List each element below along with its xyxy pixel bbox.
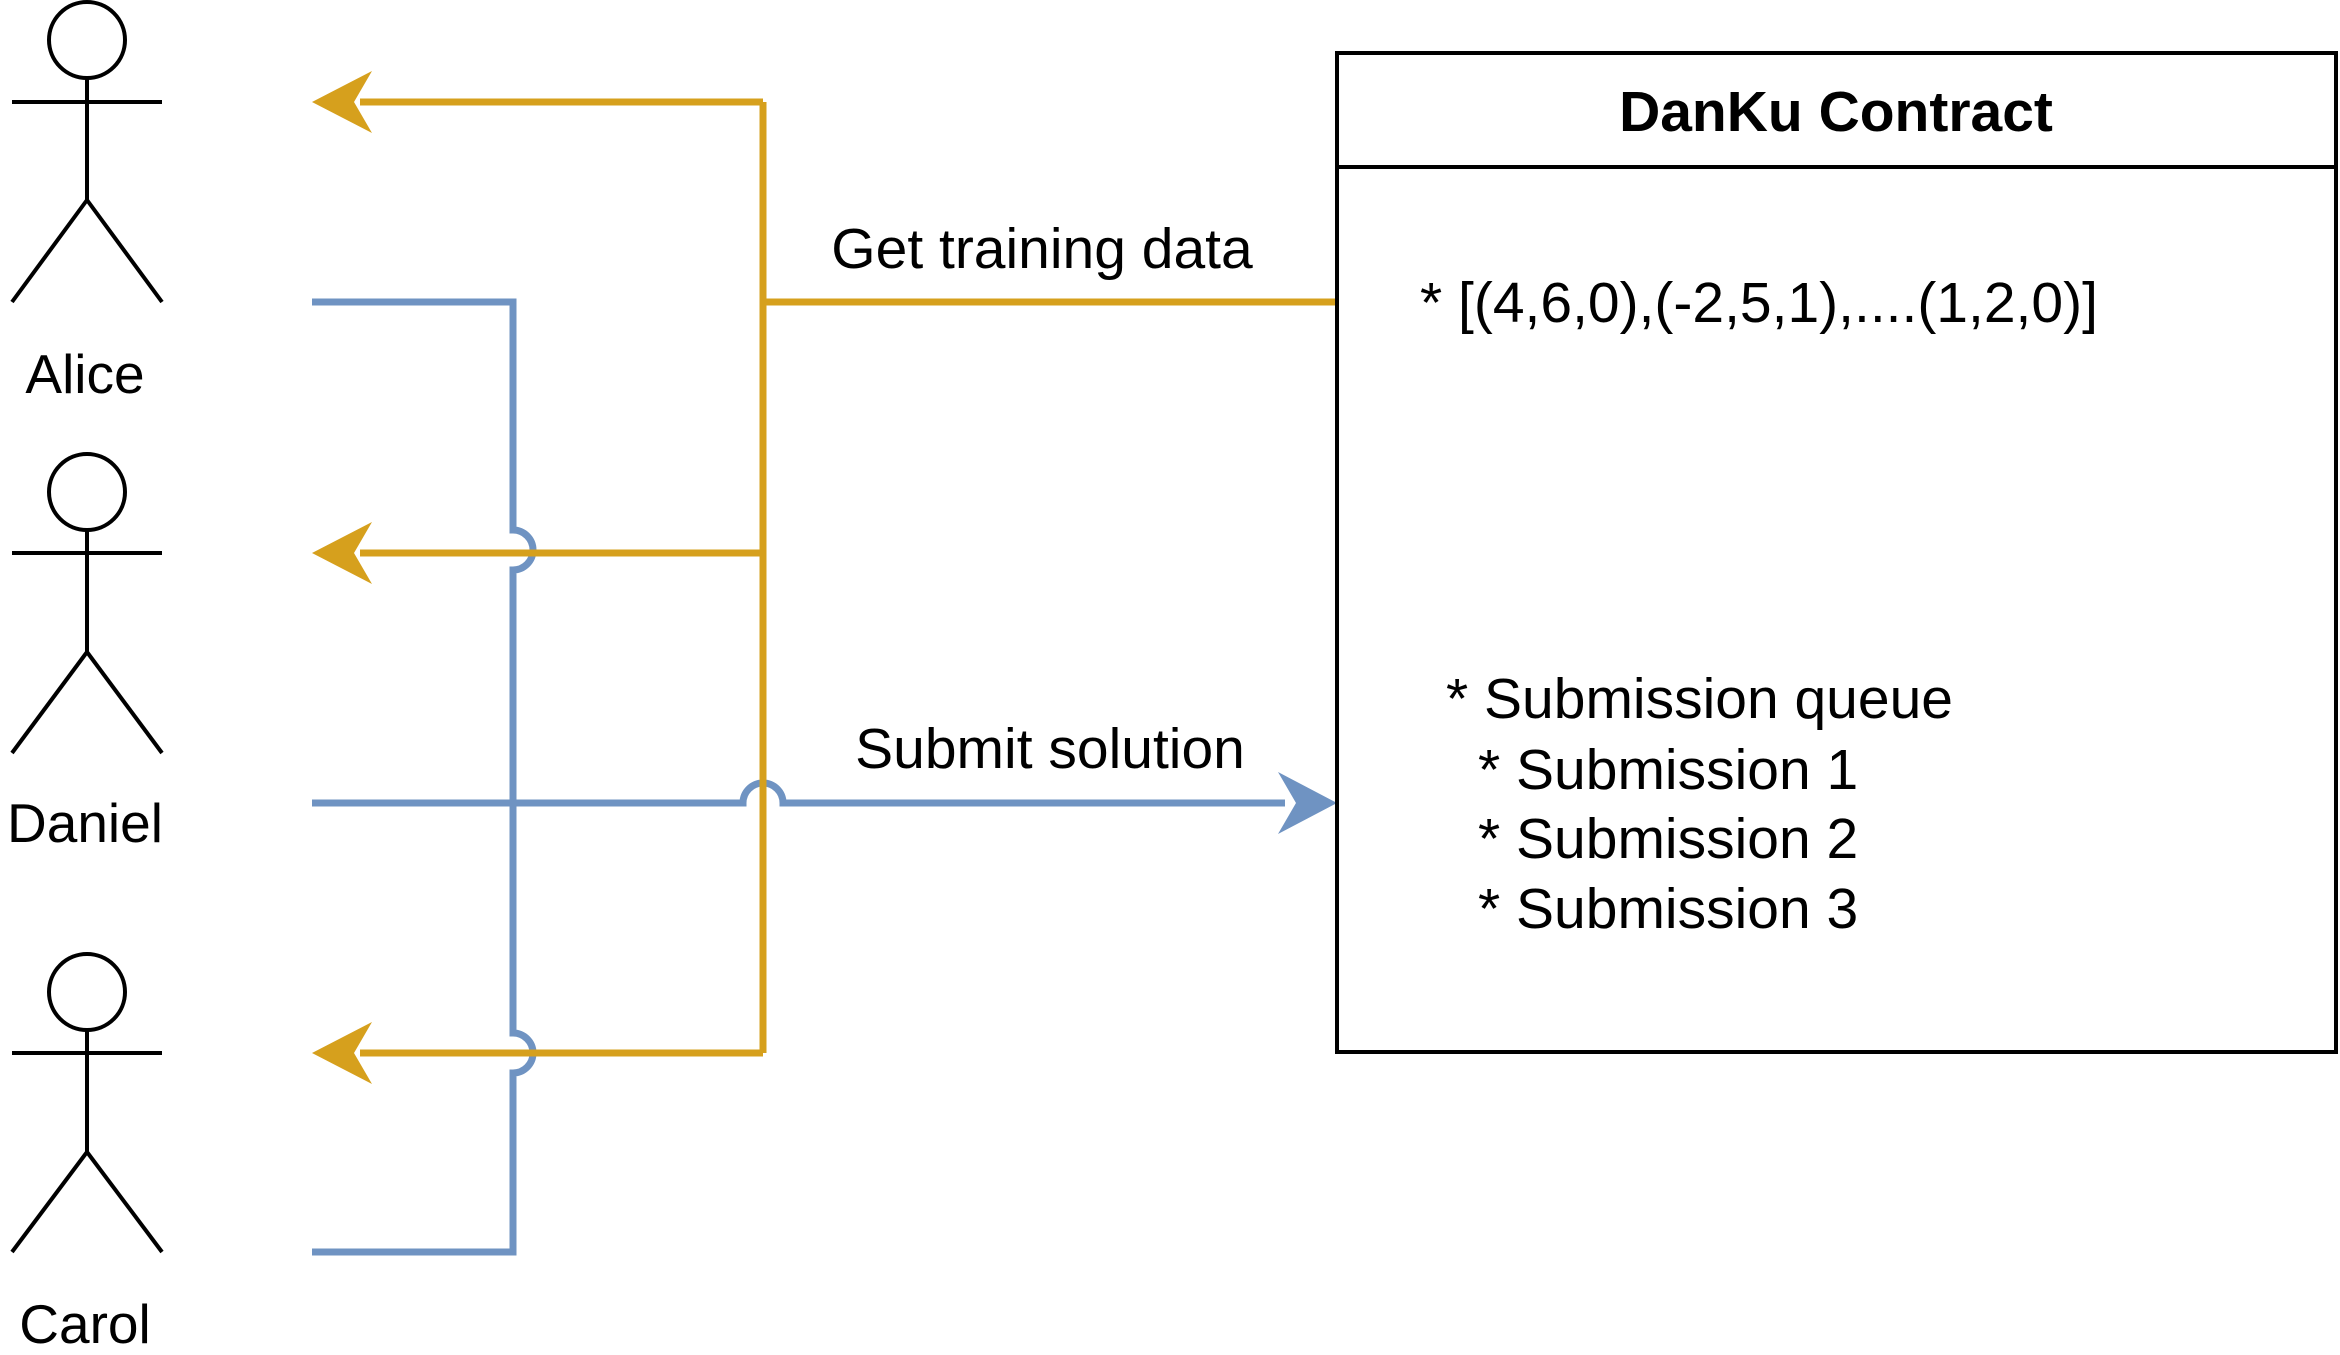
stick-figure-icon: [10, 952, 164, 1254]
edge-label-submit-solution: Submit solution: [855, 717, 1245, 781]
contract-frame: [1335, 51, 2338, 1054]
stick-figure-icon: [10, 452, 164, 755]
contract-training-data: * [(4,6,0),(-2,5,1),....(1,2,0)]: [1420, 271, 2098, 335]
submission-item: * Submission 2: [1478, 807, 1858, 871]
actor-carol: [10, 952, 164, 1254]
submission-line-daniel: [312, 779, 1285, 807]
training-arrowhead-carol: [312, 1022, 372, 1084]
submission-item: * Submission 3: [1478, 877, 1858, 941]
actor-alice: [10, 0, 164, 304]
actor-daniel: [10, 452, 164, 755]
actor-name-daniel: Daniel: [7, 792, 163, 854]
training-flow: [312, 71, 1337, 1084]
actor-name-carol: Carol: [19, 1293, 150, 1355]
submission-arrowhead: [1278, 772, 1337, 834]
submission-queue-heading: * Submission queue: [1446, 667, 1953, 731]
actor-name-alice: Alice: [25, 343, 144, 405]
edge-label-get-training-data: Get training data: [831, 217, 1253, 281]
submission-item: * Submission 1: [1478, 738, 1858, 802]
stick-figure-icon: [10, 0, 164, 304]
training-arrowhead-alice: [312, 71, 372, 133]
contract-title: DanKu Contract: [1619, 80, 2053, 144]
submission-line-alice: [312, 298, 537, 1256]
contract-box: DanKu Contract * [(4,6,0),(-2,5,1),....(…: [1335, 51, 2338, 1054]
training-arrowhead-daniel: [312, 522, 372, 584]
